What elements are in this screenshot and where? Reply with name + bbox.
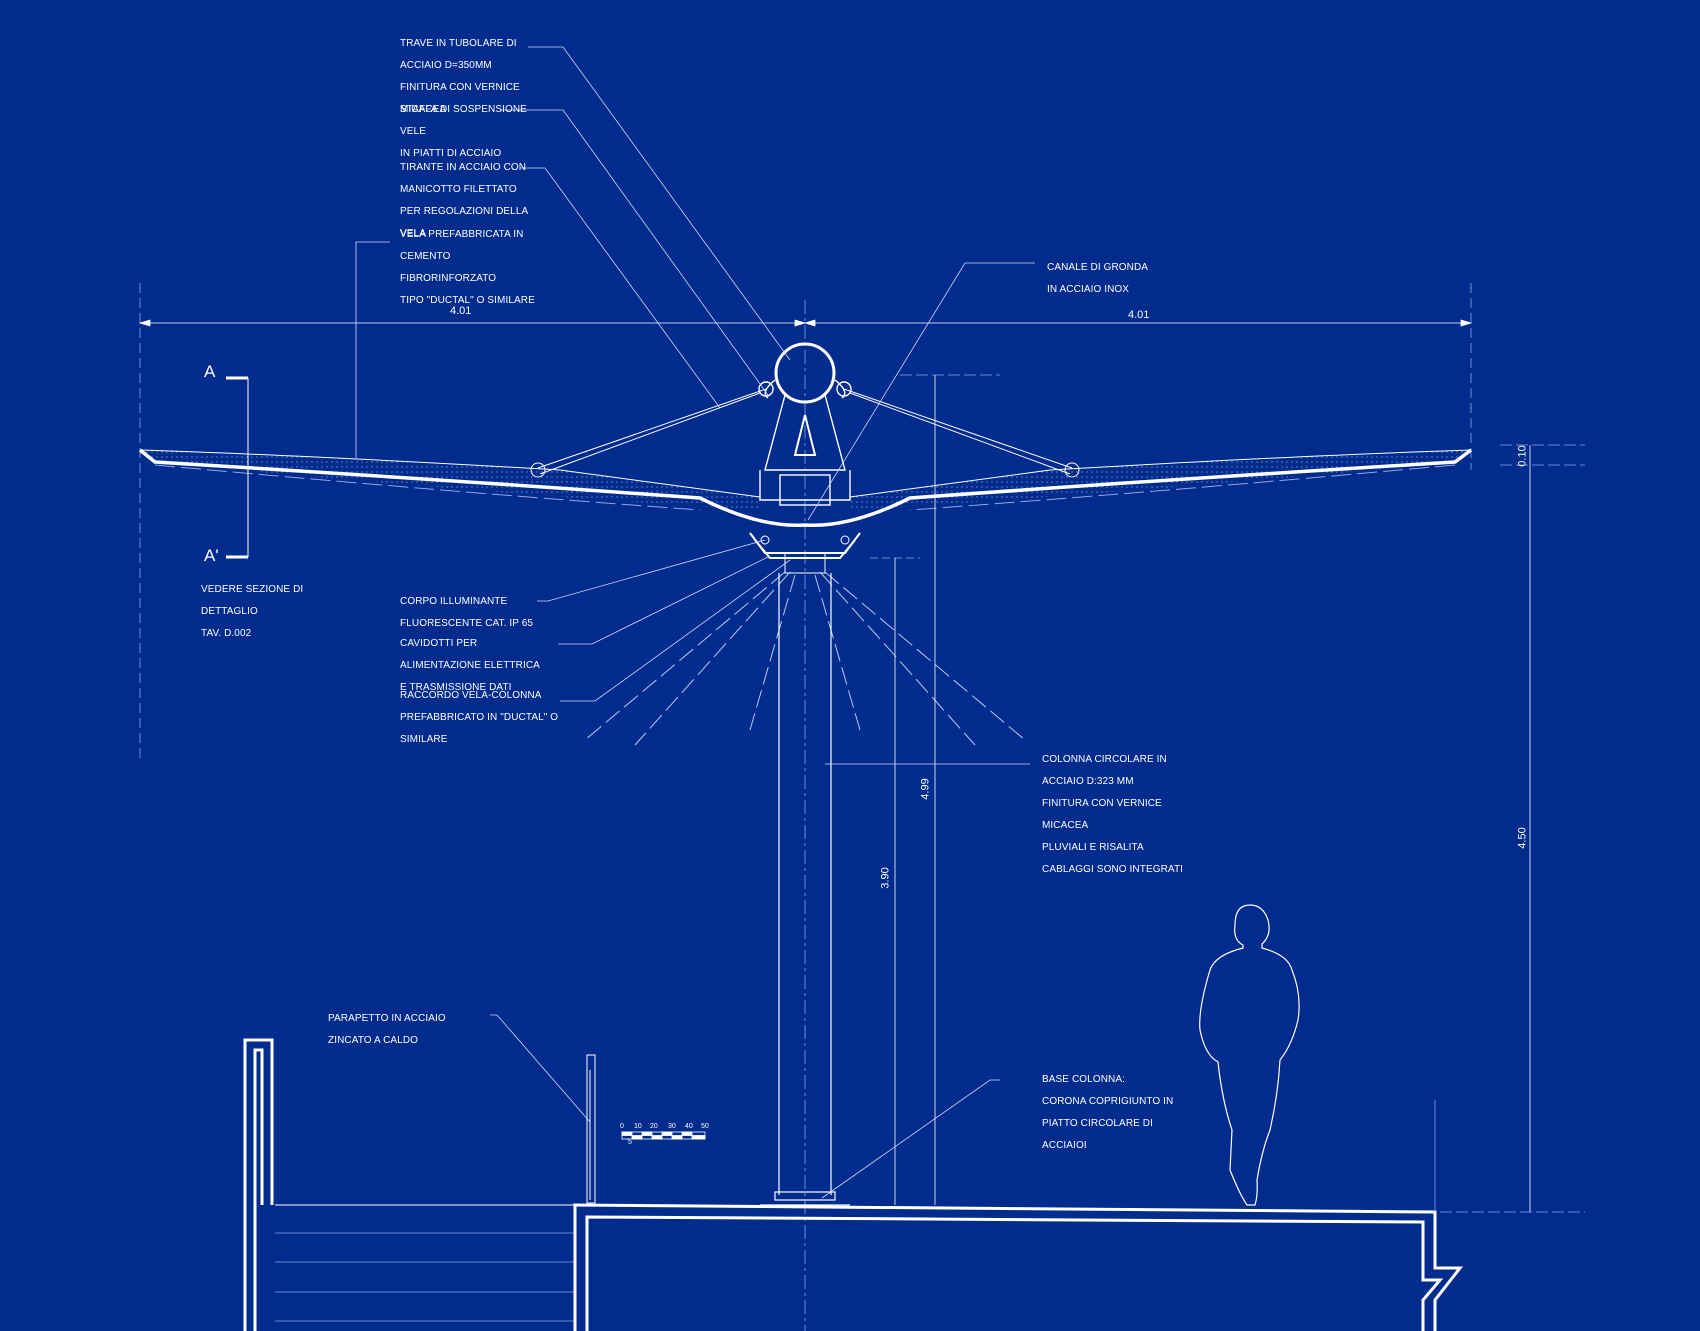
- note-vela: VELA PREFABBRICATA IN CEMENTO FIBRORINFO…: [400, 218, 535, 317]
- left-wall: [243, 1038, 575, 1331]
- column: [760, 573, 850, 1206]
- note-line: ACCIAIO D=350MM: [400, 60, 492, 71]
- scale-label: 10: [634, 1123, 642, 1130]
- note-corpo: CORPO ILLUMINANTE FLUORESCENTE CAT. IP 6…: [400, 585, 533, 640]
- scale-label: 0: [620, 1123, 624, 1130]
- note-sezione: VEDERE SEZIONE DI DETTAGLIO TAV. D.002: [201, 573, 303, 650]
- note-line: ACCIAIOI: [1042, 1140, 1087, 1151]
- parapet: [586, 1054, 596, 1204]
- dim-clear-height: 3.90: [879, 867, 892, 889]
- note-line: VELE: [400, 126, 426, 137]
- leader-lines: [355, 46, 1035, 1199]
- dim-sail-thickness: 0.10: [1516, 445, 1529, 467]
- note-tirante: TIRANTE IN ACCIAIO CON MANICOTTO FILETTA…: [400, 151, 528, 250]
- note-line: CANALE DI GRONDA: [1047, 262, 1149, 273]
- ground-slab: [573, 1100, 1464, 1331]
- vertical-dimensions: [870, 374, 1585, 1213]
- note-line: MANICOTTO FILETTATO: [400, 184, 517, 195]
- suspension-bracket: [758, 379, 852, 506]
- note-line: FINITURA CON VERNICE: [1042, 798, 1162, 809]
- note-line: CORONA COPRIGIUNTO IN: [1042, 1096, 1174, 1107]
- note-line: CABLAGGI SONO INTEGRATI: [1042, 864, 1184, 875]
- note-line: PER REGOLAZIONI DELLA: [400, 206, 529, 217]
- note-line: IN PIATTI DI ACCIAIO: [400, 148, 502, 159]
- scale-label: 50: [701, 1123, 709, 1130]
- note-line: MICACEA: [400, 104, 447, 115]
- note-cavidotti: CAVIDOTTI PER ALIMENTAZIONE ELETTRICA E …: [400, 627, 540, 704]
- note-line: VELA: [400, 228, 426, 239]
- section-label-a: A: [204, 362, 216, 381]
- scale-label: 40: [685, 1123, 693, 1130]
- note-line: VELA PREFABBRICATA IN: [400, 229, 524, 240]
- note-line: TAV. D.002: [201, 628, 252, 639]
- note-line: FINITURA CON VERNICE: [400, 82, 520, 93]
- note-line: BASE COLONNA:: [1042, 1074, 1125, 1085]
- dim-left-span: 4.01: [450, 305, 472, 317]
- note-canale: CANALE DI GRONDA IN ACCIAIO INOX: [1047, 251, 1148, 306]
- note-line: TIRANTE IN ACCIAIO CON: [400, 162, 527, 173]
- note-line: DETTAGLIO: [201, 606, 258, 617]
- scale-label: 30: [668, 1123, 676, 1130]
- light-rays: [584, 571, 1026, 746]
- scale-bar: [621, 1131, 706, 1140]
- note-line: TIPO "DUCTAL" O SIMILARE: [400, 295, 535, 306]
- note-line: PREFABBRICATO IN "DUCTAL" O: [400, 712, 559, 723]
- note-line: ZINCATO A CALDO: [328, 1035, 419, 1046]
- note-line: STAFFA DI SOSPENSIONE: [400, 104, 527, 115]
- note-line: TRAVE IN TUBOLARE DI: [400, 38, 517, 49]
- note-parapetto: PARAPETTO IN ACCIAIO ZINCATO A CALDO: [328, 1002, 446, 1057]
- note-base: BASE COLONNA: CORONA COPRIGIUNTO IN PIAT…: [1042, 1063, 1173, 1162]
- note-colonna: COLONNA CIRCOLARE IN ACCIAIO D:323 MM FI…: [1042, 743, 1183, 886]
- note-line: FIBRORINFORZATO: [400, 273, 497, 284]
- note-line: CAVIDOTTI PER: [400, 638, 478, 649]
- note-line: IN ACCIAIO INOX: [1047, 284, 1130, 295]
- dim-right-span: 4.01: [1128, 309, 1150, 321]
- note-staffa: STAFFA DI SOSPENSIONE VELE IN PIATTI DI …: [400, 93, 527, 170]
- dim-total-height: 4.99: [919, 778, 932, 800]
- note-line: PIATTO CIRCOLARE DI: [1042, 1118, 1153, 1129]
- gutter-and-lighting: [749, 532, 861, 574]
- note-raccordo: RACCORDO VELA-COLONNA PREFABBRICATO IN "…: [400, 679, 558, 756]
- section-marker: [226, 376, 249, 559]
- note-line: ACCIAIO D:323 MM: [1042, 776, 1134, 787]
- note-line: SIMILARE: [400, 734, 448, 745]
- scale-label: 20: [650, 1123, 658, 1130]
- person-silhouette: [1199, 904, 1300, 1206]
- section-label-a-prime: A': [204, 546, 219, 565]
- note-line: CORPO ILLUMINANTE: [400, 596, 508, 607]
- tube-beam: [774, 342, 836, 404]
- note-line: E TRASMISSIONE DATI: [400, 682, 512, 693]
- note-line: RACCORDO VELA-COLONNA: [400, 690, 542, 701]
- note-line: COLONNA CIRCOLARE IN: [1042, 754, 1167, 765]
- note-line: PLUVIALI E RISALITA: [1042, 842, 1144, 853]
- note-line: MICACEA: [1042, 820, 1089, 831]
- note-line: FLUORESCENTE CAT. IP 65: [400, 618, 534, 629]
- note-line: ALIMENTAZIONE ELETTRICA: [400, 660, 540, 671]
- dim-edge-height: 4.50: [1516, 827, 1529, 849]
- note-trave: TRAVE IN TUBOLARE DI ACCIAIO D=350MM FIN…: [400, 27, 520, 126]
- scale-sub-label: 5: [628, 1139, 632, 1146]
- note-line: CEMENTO: [400, 251, 451, 262]
- note-line: VEDERE SEZIONE DI: [201, 584, 304, 595]
- top-dimension: [138, 283, 1473, 1331]
- note-line: PARAPETTO IN ACCIAIO: [328, 1013, 446, 1024]
